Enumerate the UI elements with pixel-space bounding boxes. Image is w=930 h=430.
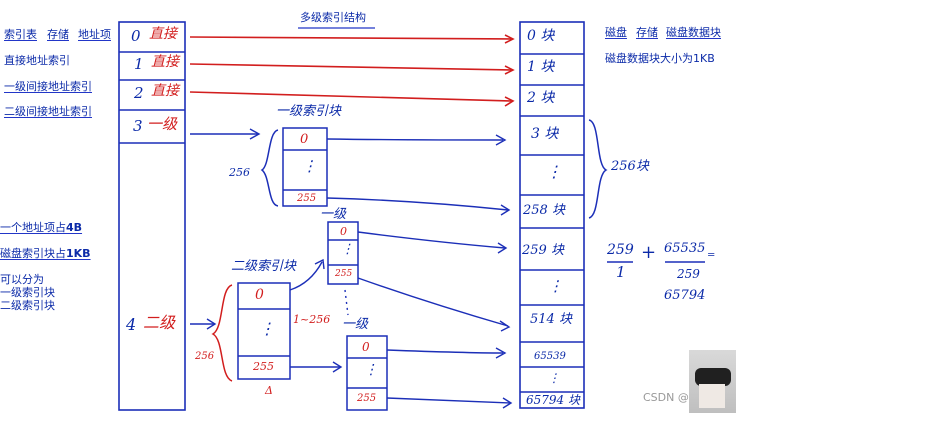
indirect-arrows [190,128,513,409]
first-level-block-box [260,127,328,207]
sub-block-2-dots: ⋮ [364,362,378,378]
entry-0-text: 直接 [149,26,177,42]
disk-header-disk: 磁盘 [605,26,627,39]
sub-block-1-dots: ⋮ [341,242,354,257]
disk-block-258: 258 块 [523,203,565,218]
disk-block-3: 3 块 [531,126,559,142]
index-type-first: 一级间接地址索引 [4,80,92,93]
entry-1-text: 直接 [151,54,179,70]
sub-block-2-box [346,335,388,411]
disk-block-dots-1: ⋮ [546,162,562,181]
disk-block-259: 259 块 [522,243,564,258]
diagram-title: 多级索引结构 [300,11,366,24]
calc-result: 65794 [664,288,706,303]
sub-block-2-title: 一级 [342,317,369,332]
note-address-size: 一个地址项占4B [0,221,83,234]
sub-block-2-bottom: 255 [357,393,377,404]
disk-block-0: 0 块 [527,28,555,44]
header-index-table: 索引表 [4,28,37,41]
first-level-block-top: 0 [300,132,309,147]
sub-block-1-top: 0 [340,225,347,238]
entry-1-num: 1 [134,55,144,73]
calc-den1: 1 [616,263,626,281]
second-level-block-mark: Δ [265,384,273,397]
disk-brace-label: 256块 [611,159,649,174]
sub-block-1-box [327,221,359,285]
second-level-block-title: 二级索引块 [231,259,297,274]
disk-header-storage: 存储 [636,26,658,39]
disk-block-514: 514 块 [530,312,572,327]
second-level-block-top: 0 [255,287,264,303]
header-address-item: 地址项 [78,28,111,41]
entry-3-num: 3 [133,117,143,135]
sub-block-1-bottom: 255 [335,269,353,279]
disk-block-size-note: 磁盘数据块大小为1KB [605,52,715,65]
note-split-line-2: 一级索引块 [0,286,55,299]
direct-arrows [189,34,515,107]
entry-2-num: 2 [134,84,144,102]
calc-eq: = [707,250,716,261]
disk-block-65794: 65794 块 [526,393,580,407]
disk-block-65539: 65539 [534,351,566,362]
disk-header-data-block: 磁盘数据块 [666,26,721,39]
index-type-second: 二级间接地址索引 [4,105,92,118]
presenter-hair [695,368,731,386]
calc-num1: 259 [607,242,634,258]
header-storage: 存储 [47,28,69,41]
entry-4-num: 4 [126,315,137,334]
index-table-box [118,21,186,411]
entry-4-text: 二级 [143,313,176,332]
calc-plus: + [641,242,657,263]
second-level-block-box [237,282,291,380]
index-type-direct: 直接地址索引 [4,54,70,67]
first-level-block-title: 一级索引块 [276,104,342,119]
calc-den2: 259 [677,267,700,281]
disk-block-dots-3: ⋮ [548,371,560,385]
second-level-block-dots: ⋮ [259,319,275,338]
disk-block-dots-2: ⋮ [548,277,563,295]
second-level-block-range: 1~256 [293,313,331,326]
sub-block-1-title: 一级 [320,207,347,222]
second-level-block-side: 256 [195,351,215,362]
disk-block-2: 2 块 [527,90,555,106]
note-split-line-1: 可以分为 [0,273,44,286]
presenter-thumbnail [689,350,736,413]
entry-2-text: 直接 [151,83,179,99]
calc-num2: 65535 [664,241,706,256]
entry-3-text: 一级 [147,115,178,133]
second-level-block-bottom: 255 [253,360,274,373]
disk-block-1: 1 块 [527,59,555,75]
first-level-block-dots: ⋮ [302,157,317,175]
note-split-line-3: 二级索引块 [0,299,55,312]
entry-0-num: 0 [131,27,141,45]
first-level-block-side: 256 [229,166,250,179]
disk-brace [588,119,608,219]
first-level-block-bottom: 255 [297,193,317,204]
note-index-block-size: 磁盘索引块占1KB [0,247,91,260]
second-level-brace [211,284,233,382]
disk-column [519,21,585,409]
presenter-face [699,384,725,408]
sub-block-2-top: 0 [362,340,370,354]
